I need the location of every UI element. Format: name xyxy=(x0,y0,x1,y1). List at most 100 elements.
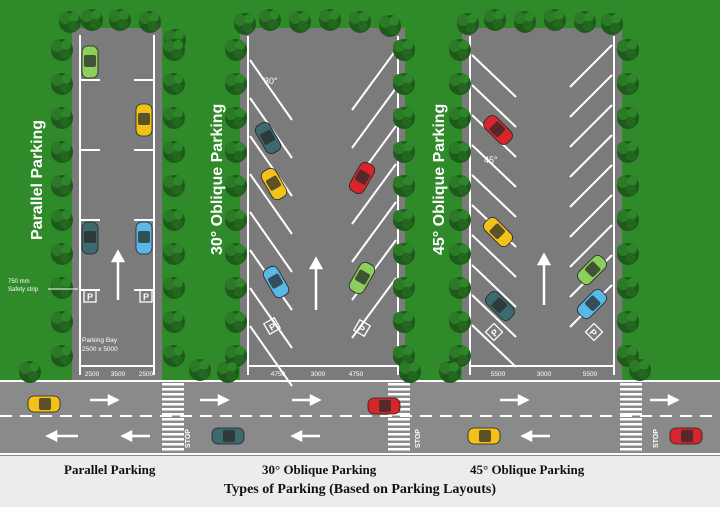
parking-symbol-letter: P xyxy=(143,292,149,302)
bay-divider-30 xyxy=(249,325,293,387)
tree xyxy=(574,11,596,33)
car xyxy=(669,427,703,445)
bay-divider-45 xyxy=(471,264,517,308)
lot-oblique45 xyxy=(462,28,622,380)
car xyxy=(348,261,376,295)
arrow-head xyxy=(667,393,680,407)
arrow-head xyxy=(309,393,322,407)
road xyxy=(0,380,720,456)
bay-divider-45 xyxy=(471,234,517,278)
parking-symbol-box xyxy=(139,289,153,303)
tree xyxy=(617,277,639,299)
car-window xyxy=(681,430,693,442)
car-window xyxy=(479,430,491,442)
arrow-head xyxy=(217,393,230,407)
dimension-label: 5500 xyxy=(583,371,598,378)
tree xyxy=(163,345,185,367)
tree xyxy=(51,311,73,333)
tree xyxy=(51,209,73,231)
tree xyxy=(379,15,401,37)
parking-symbol-box xyxy=(352,318,372,338)
title-oblique45: 45° Oblique Parking xyxy=(431,104,448,255)
crosswalk-stripe xyxy=(388,413,410,416)
car-window xyxy=(223,430,235,442)
crosswalk-stripe xyxy=(388,428,410,431)
tree xyxy=(393,175,415,197)
car xyxy=(211,427,245,445)
tree xyxy=(225,141,247,163)
tree xyxy=(51,175,73,197)
car xyxy=(483,115,513,145)
tree xyxy=(163,175,185,197)
car xyxy=(254,121,282,155)
crosswalk-stripe xyxy=(162,433,184,436)
tree xyxy=(393,311,415,333)
car xyxy=(135,103,153,137)
bay-divider-30 xyxy=(249,59,293,121)
bay-divider-45 xyxy=(471,84,517,128)
car-window xyxy=(491,297,507,313)
car xyxy=(367,397,401,415)
tree xyxy=(514,11,536,33)
crosswalk-stripe xyxy=(388,438,410,441)
tree xyxy=(51,243,73,265)
tree xyxy=(289,11,311,33)
crosswalk-stripe xyxy=(620,418,642,421)
tree xyxy=(449,73,471,95)
tree xyxy=(51,345,73,367)
bay-divider-45 xyxy=(569,224,613,268)
crosswalk-stripe xyxy=(620,423,642,426)
tree xyxy=(59,11,81,33)
parking-symbol: P xyxy=(83,289,97,303)
tree xyxy=(189,359,211,381)
car xyxy=(260,167,288,201)
car xyxy=(485,291,515,321)
tree xyxy=(225,209,247,231)
parking-symbol-letter: P xyxy=(489,327,500,338)
tree xyxy=(617,73,639,95)
bay-divider-45 xyxy=(569,44,613,88)
tree xyxy=(393,277,415,299)
crosswalk-stripe xyxy=(388,393,410,396)
tree xyxy=(393,141,415,163)
car xyxy=(577,289,607,319)
caption-band xyxy=(0,456,720,507)
crosswalk-stripe xyxy=(162,428,184,431)
crosswalk-stripe xyxy=(620,433,642,436)
tree xyxy=(393,209,415,231)
parking-symbol-letter: P xyxy=(267,321,277,333)
tree xyxy=(51,73,73,95)
tree xyxy=(399,361,421,383)
crosswalk-stripe xyxy=(162,413,184,416)
tree xyxy=(51,277,73,299)
tree xyxy=(617,141,639,163)
bay-divider-45 xyxy=(471,174,517,218)
crosswalk-stripe xyxy=(620,413,642,416)
caption-parallel: Parallel Parking xyxy=(64,462,156,477)
caption-main: Types of Parking (Based on Parking Layou… xyxy=(224,482,496,497)
tree xyxy=(629,359,651,381)
crosswalk-stripe xyxy=(388,423,410,426)
bay-divider-30 xyxy=(351,163,397,225)
car-window xyxy=(585,261,601,277)
car-window xyxy=(39,398,51,410)
car-window xyxy=(489,223,505,239)
car-window xyxy=(138,113,150,125)
parking-symbol-letter: P xyxy=(356,323,366,335)
car-window xyxy=(84,231,96,243)
tree xyxy=(51,39,73,61)
caption-oblique45: 45° Oblique Parking xyxy=(470,462,585,477)
tree xyxy=(163,243,185,265)
stop-label: STOP xyxy=(415,429,422,448)
dimension-label: 3000 xyxy=(537,371,552,378)
safety-strip-size: 750 mm xyxy=(8,279,30,285)
arrow-head xyxy=(120,429,133,443)
tree xyxy=(393,107,415,129)
bay-divider-45 xyxy=(471,294,517,338)
tree xyxy=(217,361,239,383)
bay-divider-30 xyxy=(351,87,397,149)
bay-divider-30 xyxy=(351,201,397,263)
tree xyxy=(617,175,639,197)
tree xyxy=(349,11,371,33)
